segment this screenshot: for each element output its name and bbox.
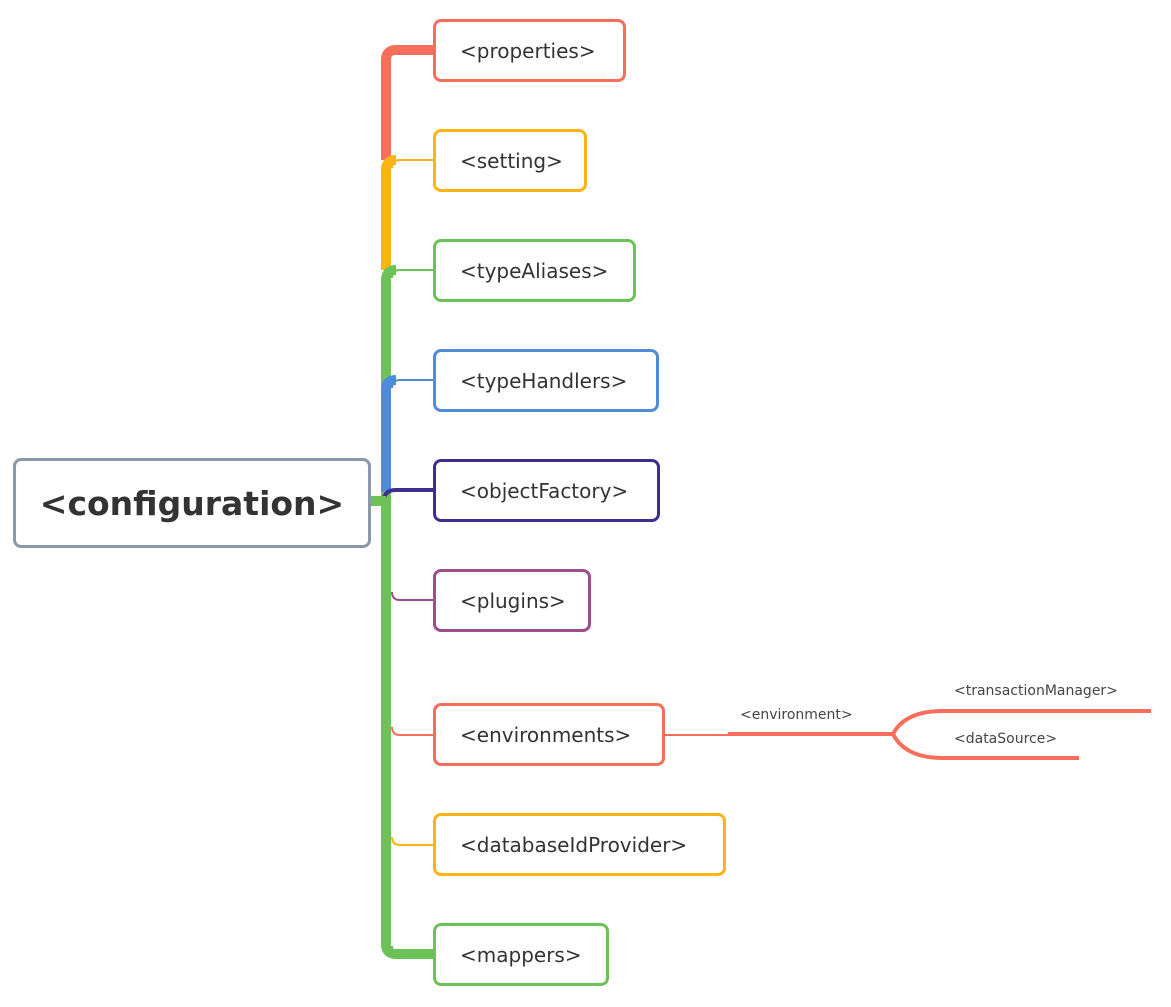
node-label: <mappers> [460, 942, 582, 967]
node-label: <environments> [460, 722, 632, 747]
node-environment[interactable]: <environment> [740, 707, 853, 723]
node-label: <databaseIdProvider> [460, 832, 688, 857]
branch-typeHandlers [391, 379, 434, 389]
spine-segment-typeHandlers [381, 375, 397, 492]
node-label: <plugins> [460, 588, 566, 613]
node-plugins[interactable]: <plugins> [433, 569, 591, 632]
node-label: <typeAliases> [460, 258, 609, 283]
node-label: <typeHandlers> [460, 368, 628, 393]
node-label: <objectFactory> [460, 478, 629, 503]
node-label: <setting> [460, 148, 563, 173]
spine-segment-setting [381, 155, 397, 270]
node-databaseIdProvider[interactable]: <databaseIdProvider> [433, 813, 726, 876]
branch-databaseIdProvider [391, 836, 434, 846]
root-node-label: <configuration> [39, 483, 345, 523]
branch-objectFactory [382, 488, 434, 499]
node-setting[interactable]: <setting> [433, 129, 587, 192]
branch-plugins [391, 591, 434, 601]
node-dataSource[interactable]: <dataSource> [954, 731, 1058, 747]
node-transactionManager[interactable]: <transactionManager> [954, 683, 1118, 699]
spine-segment-properties [381, 45, 434, 160]
node-environments[interactable]: <environments> [433, 703, 665, 766]
node-objectFactory[interactable]: <objectFactory> [433, 459, 660, 522]
spine-segment-green [381, 265, 397, 500]
node-properties[interactable]: <properties> [433, 19, 626, 82]
spine-lower [381, 500, 434, 959]
branch-dataSource [891, 733, 1079, 760]
root-node-configuration[interactable]: <configuration> [13, 458, 371, 548]
node-label: <properties> [460, 38, 596, 63]
branch-typeAliases [391, 269, 434, 279]
branch-setting [391, 159, 434, 169]
branch-transactionManager [891, 709, 1151, 736]
node-typeAliases[interactable]: <typeAliases> [433, 239, 636, 302]
branch-environments [391, 726, 434, 736]
branch-mappers [391, 945, 434, 955]
node-typeHandlers[interactable]: <typeHandlers> [433, 349, 659, 412]
node-mappers[interactable]: <mappers> [433, 923, 609, 986]
